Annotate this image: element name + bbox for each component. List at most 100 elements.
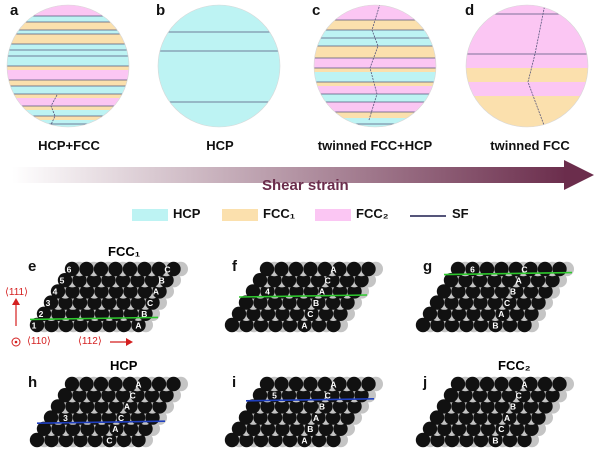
stacking-letter: C <box>521 264 527 274</box>
atom-dark <box>58 410 73 425</box>
atom-dark <box>282 295 297 310</box>
layer-number: 5 <box>272 391 277 401</box>
atom-dark <box>325 410 341 425</box>
atom-dark <box>443 388 459 403</box>
atom-dark <box>274 376 289 392</box>
atom-dark <box>296 388 311 403</box>
layer-number: 2 <box>39 309 44 319</box>
atom-dark <box>494 284 510 299</box>
atom-dark <box>466 421 481 436</box>
stacking-letter: B <box>141 309 147 319</box>
atom-dark <box>516 273 531 288</box>
atom-dark <box>523 399 539 414</box>
atom-dark <box>530 388 546 403</box>
atom-dark <box>144 388 160 403</box>
atom-dark <box>508 376 524 392</box>
atom-dark <box>79 284 95 299</box>
atom-dark <box>332 399 348 414</box>
atom-dark <box>29 317 45 333</box>
panel-label-d: d <box>465 2 475 19</box>
atom-dark <box>43 410 59 425</box>
atom-dark <box>415 317 431 333</box>
atom-dark <box>166 376 181 392</box>
stacking-letter: C <box>325 276 331 286</box>
atom-dark <box>267 388 282 403</box>
atom-dark <box>444 295 459 310</box>
stacking-letter: A <box>124 402 130 412</box>
atom-dark <box>57 388 73 403</box>
atom-dark <box>465 376 480 392</box>
atom-dark <box>304 306 319 321</box>
atom-dark <box>501 273 517 288</box>
atom-dark <box>304 421 319 436</box>
atom-dark <box>458 295 474 310</box>
panel-label-a: a <box>10 2 19 19</box>
atom-dark <box>116 295 131 310</box>
atom-dark <box>72 273 87 288</box>
atom-dark <box>509 399 524 414</box>
atom-dark <box>332 376 347 392</box>
atom-dark <box>502 317 518 333</box>
atom-dark <box>253 317 269 333</box>
atom-dark <box>94 421 110 436</box>
atom-dark <box>123 399 138 414</box>
atom-dark <box>487 410 503 425</box>
atom-dark <box>545 273 560 288</box>
atom-dark <box>437 306 452 321</box>
atom-dark <box>281 388 297 403</box>
legend-swatch-hcp <box>132 209 168 221</box>
atom-dark <box>239 432 254 448</box>
layer-number: 3 <box>46 298 51 308</box>
atom-dark <box>259 261 275 277</box>
atom-dark <box>122 376 138 392</box>
atom-dark <box>51 421 66 436</box>
atom-dark <box>94 399 109 414</box>
stacking-letter: A <box>153 287 159 297</box>
atom-dark <box>311 295 326 310</box>
atom-dark <box>296 410 312 425</box>
atom-dark <box>268 317 283 333</box>
atom-dark <box>318 421 334 436</box>
atom-dark <box>444 410 459 425</box>
atom-dark <box>326 432 341 448</box>
layer-number: 5 <box>60 276 65 286</box>
atom-dark <box>311 432 327 448</box>
atom-dark <box>65 306 81 321</box>
atom-dark <box>65 421 81 436</box>
atom-dark <box>346 261 362 277</box>
atom-dark <box>159 388 174 403</box>
atom-dark <box>458 273 473 288</box>
panel-label-j: j <box>423 374 428 391</box>
atom-dark <box>86 273 102 288</box>
atom-dark <box>50 399 66 414</box>
circle-panel-d <box>466 5 588 127</box>
atom-dark <box>488 432 503 448</box>
legend-label-hcp: HCP <box>173 206 201 221</box>
slip-plane-line <box>29 316 159 321</box>
atom-dark <box>102 432 117 448</box>
stacking-letter: C <box>147 298 153 308</box>
layer-number: 6 <box>470 264 475 274</box>
atom-dark <box>275 421 290 436</box>
atom-dark <box>72 295 88 310</box>
stacking-letter: C <box>106 435 112 445</box>
atom-dark <box>137 261 152 277</box>
atom-dark <box>332 261 347 277</box>
atom-dark <box>480 399 495 414</box>
atom-dark <box>159 273 174 288</box>
atom-dark <box>422 421 438 436</box>
stacking-letter: C <box>164 264 170 274</box>
atom-dark <box>246 421 261 436</box>
direction-label-112: ⟨112⟩ <box>78 336 102 347</box>
slip-plane-line <box>36 420 166 424</box>
stacking-letter: B <box>510 287 516 297</box>
slip-plane-line <box>238 294 368 298</box>
stacking-letter: C <box>307 309 313 319</box>
atom-dark <box>36 421 52 436</box>
atom-dark <box>259 376 275 392</box>
atom-dark <box>487 295 503 310</box>
atom-dark <box>93 261 109 277</box>
atom-dark <box>552 261 567 277</box>
atom-dark <box>501 388 517 403</box>
